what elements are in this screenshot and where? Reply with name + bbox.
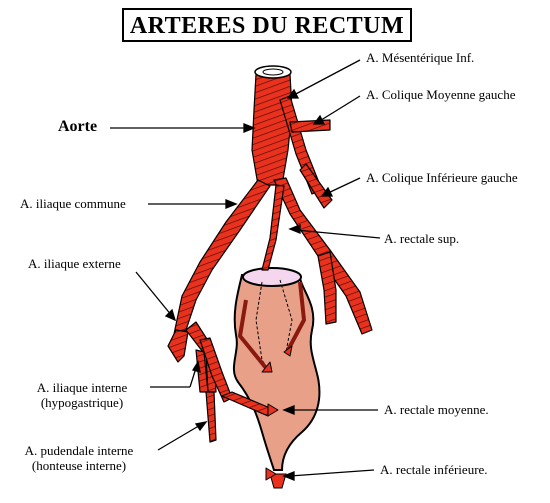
leader-rectale-inferieure xyxy=(289,469,375,477)
label-mesenterique-inf: A. Mésentérique Inf. xyxy=(366,50,475,65)
left-external-iliac xyxy=(167,329,189,363)
internal-pudendal xyxy=(205,391,217,443)
leader-colique-inferieure xyxy=(325,177,361,195)
label-rectale-moyenne: A. rectale moyenne. xyxy=(384,402,489,417)
aorta xyxy=(251,73,293,186)
rectum xyxy=(233,267,321,489)
label-rectale-sup: A. rectale sup. xyxy=(384,231,460,246)
rectum-lumen xyxy=(242,267,302,287)
leader-lines xyxy=(110,59,381,481)
leader-iliaque-externe xyxy=(135,271,173,317)
label-pudendale-interne: A. pudendale interne xyxy=(24,443,134,458)
label-colique-moyenne-gauche: A. Colique Moyenne gauche xyxy=(366,87,516,102)
page-title: ARTERES DU RECTUM xyxy=(129,13,405,39)
label-iliaque-interne: A. iliaque interne xyxy=(36,380,128,395)
label-honteuse-interne: (honteuse interne) xyxy=(31,458,127,473)
label-iliaque-commune: A. iliaque commune xyxy=(20,196,126,211)
title-box: ARTERES DU RECTUM xyxy=(122,8,412,42)
right-internal-iliac xyxy=(317,251,337,325)
middle-left-colic xyxy=(289,119,331,133)
leader-rectale-sup xyxy=(295,229,381,239)
superior-rectal xyxy=(261,184,285,271)
inferior-left-colic xyxy=(299,163,333,209)
label-rectale-inferieure: A. rectale inférieure. xyxy=(380,462,488,477)
rectum-anal-canal xyxy=(269,473,287,489)
label-hypogastrique: (hypogastrique) xyxy=(40,395,124,410)
leader-pudendale xyxy=(157,423,203,451)
label-iliaque-externe: A. iliaque externe xyxy=(28,256,121,271)
rectum-body xyxy=(233,273,321,471)
label-aorte: Aorte xyxy=(58,118,98,135)
arteries xyxy=(167,65,373,481)
label-colique-inferieure-gauche: A. Colique Inférieure gauche xyxy=(366,170,518,185)
leader-mesenterique xyxy=(291,59,361,97)
leader-colique-moyenne xyxy=(317,95,361,123)
